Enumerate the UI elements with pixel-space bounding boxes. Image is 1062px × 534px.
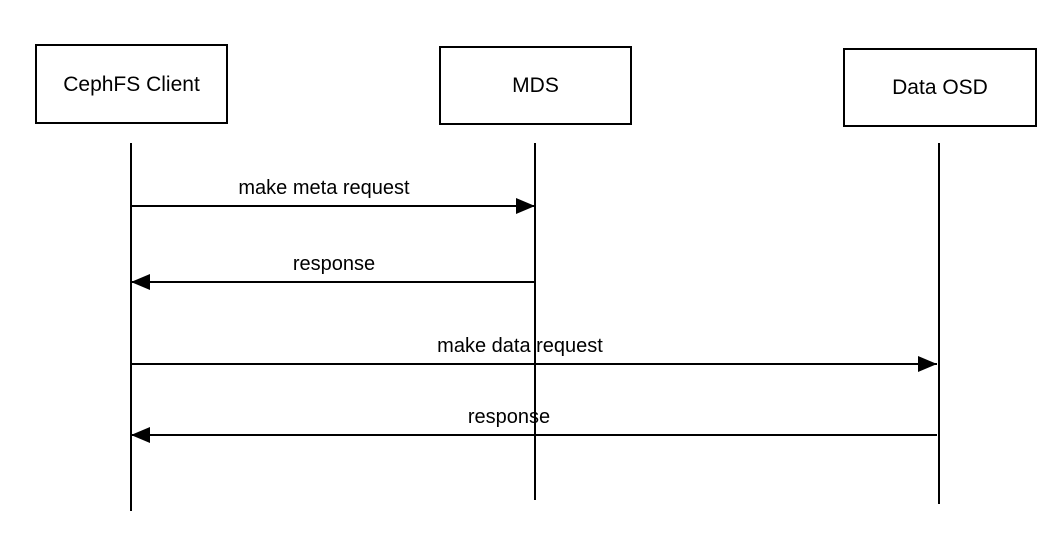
message-arrow-make-meta-request [131,205,535,207]
lifeline-mds [534,143,536,500]
message-arrow-response-data [131,434,937,436]
lifeline-data-osd [938,143,940,504]
participant-label-data-osd: Data OSD [892,76,988,99]
participant-box-data-osd: Data OSD [843,48,1037,127]
arrowhead-right-icon [516,198,535,214]
arrowhead-right-icon [918,356,937,372]
lifeline-cephfs-client [130,143,132,511]
message-arrow-response-meta [131,281,535,283]
message-label-make-meta-request: make meta request [238,177,410,199]
participant-box-cephfs-client: CephFS Client [35,44,228,124]
participant-label-mds: MDS [512,74,559,97]
message-arrow-make-data-request [131,363,937,365]
message-label-response-data: response [467,406,551,428]
message-label-response-meta: response [292,253,376,275]
arrowhead-left-icon [131,274,150,290]
participant-box-mds: MDS [439,46,632,125]
arrowhead-left-icon [131,427,150,443]
message-label-make-data-request: make data request [437,335,603,357]
participant-label-cephfs-client: CephFS Client [63,72,200,96]
